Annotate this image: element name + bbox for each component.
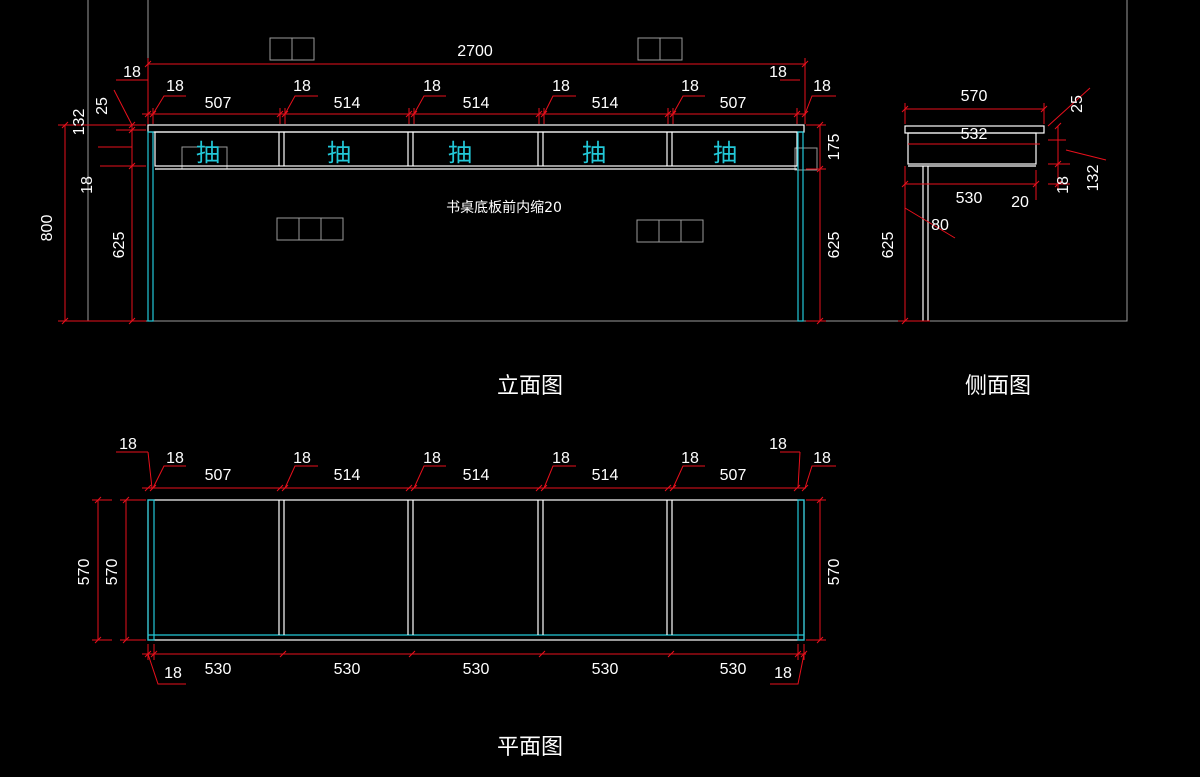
plan-right-panel: [797, 499, 805, 641]
dim-top-thickness: 25: [94, 97, 111, 115]
side-dim-530: 530: [956, 190, 983, 207]
plan-left-panel: [147, 499, 155, 641]
dim-side: 18: [293, 78, 311, 95]
plan-dim-side: 18: [293, 450, 311, 467]
plan-dim-side: 18: [119, 436, 137, 453]
wall-outline: [87, 0, 1128, 322]
dim-bottom-board: 18: [79, 176, 96, 194]
dim-compartment: 514: [334, 95, 361, 112]
elevation-title: 立面图: [497, 374, 563, 399]
dim-side: 18: [166, 78, 184, 95]
plan-dim-bottom: 530: [720, 661, 747, 678]
dim-compartment: 514: [463, 95, 490, 112]
plan-dim-compartment: 507: [720, 467, 747, 484]
plan-outline: [147, 499, 805, 641]
side-dim-inner: 532: [961, 126, 988, 143]
plan-dim-side: 18: [423, 450, 441, 467]
plan-dim-side: 18: [681, 450, 699, 467]
plan-dim-side: 18: [774, 665, 792, 682]
side-view: 570 532 530 20 80 25 132 18 625 侧面图: [880, 87, 1107, 399]
plan-title: 平面图: [497, 735, 563, 760]
side-dimension-lines: [898, 87, 1107, 325]
socket-boxes: [181, 37, 818, 243]
plan-dim-side: 18: [164, 665, 182, 682]
plan-dim-bottom: 530: [463, 661, 490, 678]
plan-dim-bottom: 530: [592, 661, 619, 678]
plan-dimension-lines: [92, 451, 836, 685]
plan-dim-bottom: 530: [205, 661, 232, 678]
side-dim-625: 625: [880, 232, 897, 259]
elevation-note: 书桌底板前内缩20: [446, 199, 562, 216]
plan-dim-compartment: 514: [463, 467, 490, 484]
dim-compartment: 507: [720, 95, 747, 112]
side-dim-132: 132: [1085, 165, 1102, 192]
plan-dim-bottom: 530: [334, 661, 361, 678]
right-side-panel: [797, 131, 804, 322]
dim-side: 18: [123, 64, 141, 81]
side-dim-depth: 570: [961, 88, 988, 105]
plan-dividers: [278, 500, 673, 635]
side-dim-18: 18: [1055, 176, 1072, 194]
plan-dim-side: 18: [813, 450, 831, 467]
plan-dim-depth: 570: [826, 559, 843, 586]
left-side-panel: [147, 131, 154, 322]
drawer-label: 抽: [448, 139, 472, 167]
dim-apron: 132: [71, 109, 88, 136]
plan-dim-compartment: 507: [205, 467, 232, 484]
elevation-dimension-lines: [58, 58, 836, 325]
dim-side: 18: [681, 78, 699, 95]
dim-side: 18: [769, 64, 787, 81]
side-dim-20: 20: [1011, 194, 1029, 211]
drawer-dividers: [278, 132, 673, 166]
elevation-view: 抽 抽 抽 抽 抽 书桌底板前内缩20: [39, 0, 1128, 399]
plan-view: 18 18 18 18 18 18 18 18 507 514 514 514 …: [76, 436, 843, 760]
drawer-label: 抽: [582, 139, 606, 167]
dim-side: 18: [813, 78, 831, 95]
dim-compartment: 514: [592, 95, 619, 112]
dim-leg: 625: [111, 232, 128, 259]
dim-total-height: 800: [39, 215, 56, 242]
drawer-label: 抽: [196, 139, 220, 167]
dim-drawer-height: 175: [826, 134, 843, 161]
plan-dim-depth: 570: [104, 559, 121, 586]
plan-dim-compartment: 514: [334, 467, 361, 484]
plan-dim-compartment: 514: [592, 467, 619, 484]
side-dim-80: 80: [931, 217, 949, 234]
plan-dim-side: 18: [769, 436, 787, 453]
side-drawer: [907, 132, 1037, 165]
desk-top: [147, 124, 805, 133]
side-dim-25: 25: [1069, 95, 1086, 113]
plan-dim-side: 18: [552, 450, 570, 467]
drawer-section: [154, 131, 798, 167]
dim-leg: 625: [826, 232, 843, 259]
plan-dim-side: 18: [166, 450, 184, 467]
dim-side: 18: [423, 78, 441, 95]
dim-compartment: 507: [205, 95, 232, 112]
drawer-label: 抽: [713, 139, 737, 167]
plan-dim-depth: 570: [76, 559, 93, 586]
dim-overall: 2700: [457, 43, 493, 60]
side-view-title: 侧面图: [965, 374, 1031, 399]
dim-side: 18: [552, 78, 570, 95]
drawer-label: 抽: [327, 139, 351, 167]
